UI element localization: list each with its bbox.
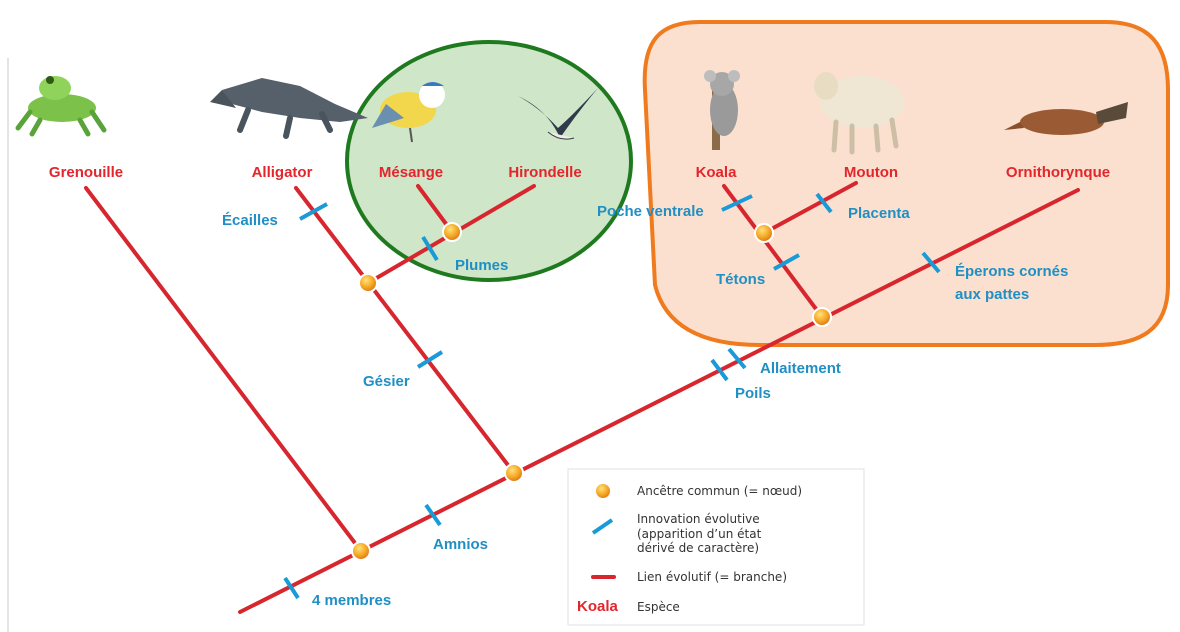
legend-innovation-line1: Innovation évolutive — [637, 512, 760, 526]
legend-species-label: Espèce — [637, 600, 680, 614]
node-amniotes — [505, 464, 523, 482]
trait-eperons-line2: aux pattes — [955, 286, 1029, 303]
legend-node-label: Ancêtre commun (= nœud) — [637, 484, 802, 498]
trait-ecailles: Écailles — [222, 212, 278, 229]
node-archosaures — [359, 274, 377, 292]
species-alligator: Alligator — [252, 164, 313, 181]
node-theriens — [755, 224, 773, 242]
tick-amnios — [426, 505, 440, 525]
trait-tetons: Tétons — [716, 271, 765, 288]
trait-allaitement: Allaitement — [760, 360, 841, 377]
legend-node-symbol — [595, 483, 611, 499]
species-grenouille: Grenouille — [49, 164, 123, 181]
trait-amnios: Amnios — [433, 536, 488, 553]
alligator-illustration — [210, 78, 368, 136]
legend-species-example: Koala — [577, 598, 619, 615]
birds-group-outline — [347, 42, 631, 280]
trait-gesier: Gésier — [363, 373, 410, 390]
trait-plumes: Plumes — [455, 257, 508, 274]
species-koala: Koala — [696, 164, 738, 181]
legend-innovation-line3: dérivé de caractère) — [637, 541, 759, 555]
tick-ecailles — [300, 204, 327, 219]
legend-innovation-line2: (apparition d’un état — [637, 527, 762, 541]
trait-placenta: Placenta — [848, 205, 910, 222]
branch-grenouille — [86, 188, 361, 551]
legend-branch-label: Lien évolutif (= branche) — [637, 570, 787, 584]
trait-4-membres: 4 membres — [312, 592, 391, 609]
node-tetrapodes — [352, 542, 370, 560]
trait-poche: Poche ventrale — [597, 203, 704, 220]
species-ornithorynque: Ornithorynque — [1006, 164, 1110, 181]
trait-eperons-line1: Éperons cornés — [955, 263, 1068, 280]
mammals-group-outline — [645, 22, 1168, 345]
legend: Ancêtre commun (= nœud) Innovation évolu… — [568, 469, 864, 625]
frog-illustration — [18, 76, 104, 134]
node-oiseaux — [443, 223, 461, 241]
species-mesange: Mésange — [379, 164, 443, 181]
species-mouton: Mouton — [844, 164, 898, 181]
node-mammiferes — [813, 308, 831, 326]
species-hirondelle: Hirondelle — [508, 164, 581, 181]
trait-poils: Poils — [735, 385, 771, 402]
